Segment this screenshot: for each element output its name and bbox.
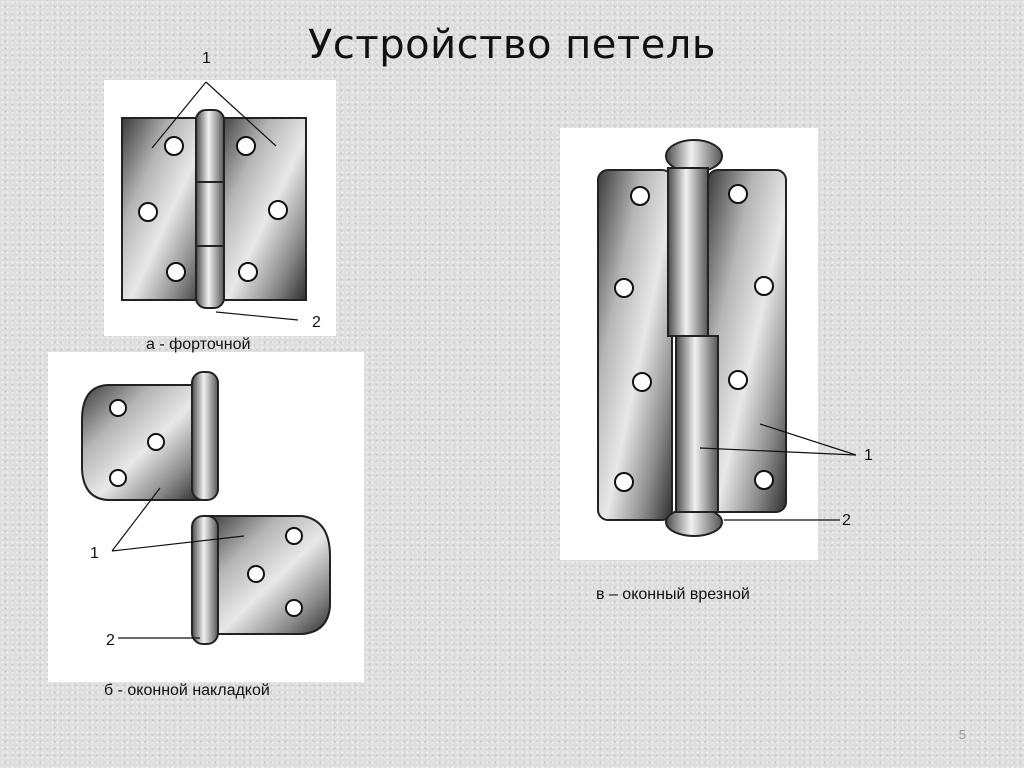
hinge-v-left-leaf xyxy=(597,169,673,521)
hinge-a-right-leaf xyxy=(217,117,307,301)
hinge-a-caption: а - форточной xyxy=(146,336,251,353)
hinge-b-lower-barrel xyxy=(191,515,219,645)
hinge-v-callout-2: 2 xyxy=(842,512,851,529)
hinge-v-callout-1: 1 xyxy=(864,447,873,464)
hinge-v-lower-barrel xyxy=(675,335,719,513)
hinge-v-upper-barrel xyxy=(667,167,709,337)
hinge-a-callout-2: 2 xyxy=(312,314,321,331)
hinge-b-upper-barrel xyxy=(191,371,219,501)
hinge-b-callout-1: 1 xyxy=(90,545,99,562)
hinge-v-caption: в – оконный врезной xyxy=(596,586,750,603)
hinge-b-callout-2: 2 xyxy=(106,632,115,649)
hinge-b-drawing xyxy=(81,371,331,645)
hinge-v-drawing xyxy=(597,139,857,537)
hinge-b-caption: б - оконной накладкой xyxy=(104,682,270,699)
hinge-a-callout-1: 1 xyxy=(202,50,211,67)
slide-title: Устройство петель xyxy=(308,22,716,68)
hinge-b-upper-leaf xyxy=(81,384,201,501)
page-number: 5 xyxy=(958,727,966,742)
hinge-v-right-leaf xyxy=(707,169,787,513)
hinge-a-left-leaf xyxy=(121,117,207,301)
hinge-b-lower-leaf xyxy=(205,515,331,635)
hinge-a-drawing xyxy=(121,81,307,321)
hinge-a-barrel xyxy=(195,109,225,309)
